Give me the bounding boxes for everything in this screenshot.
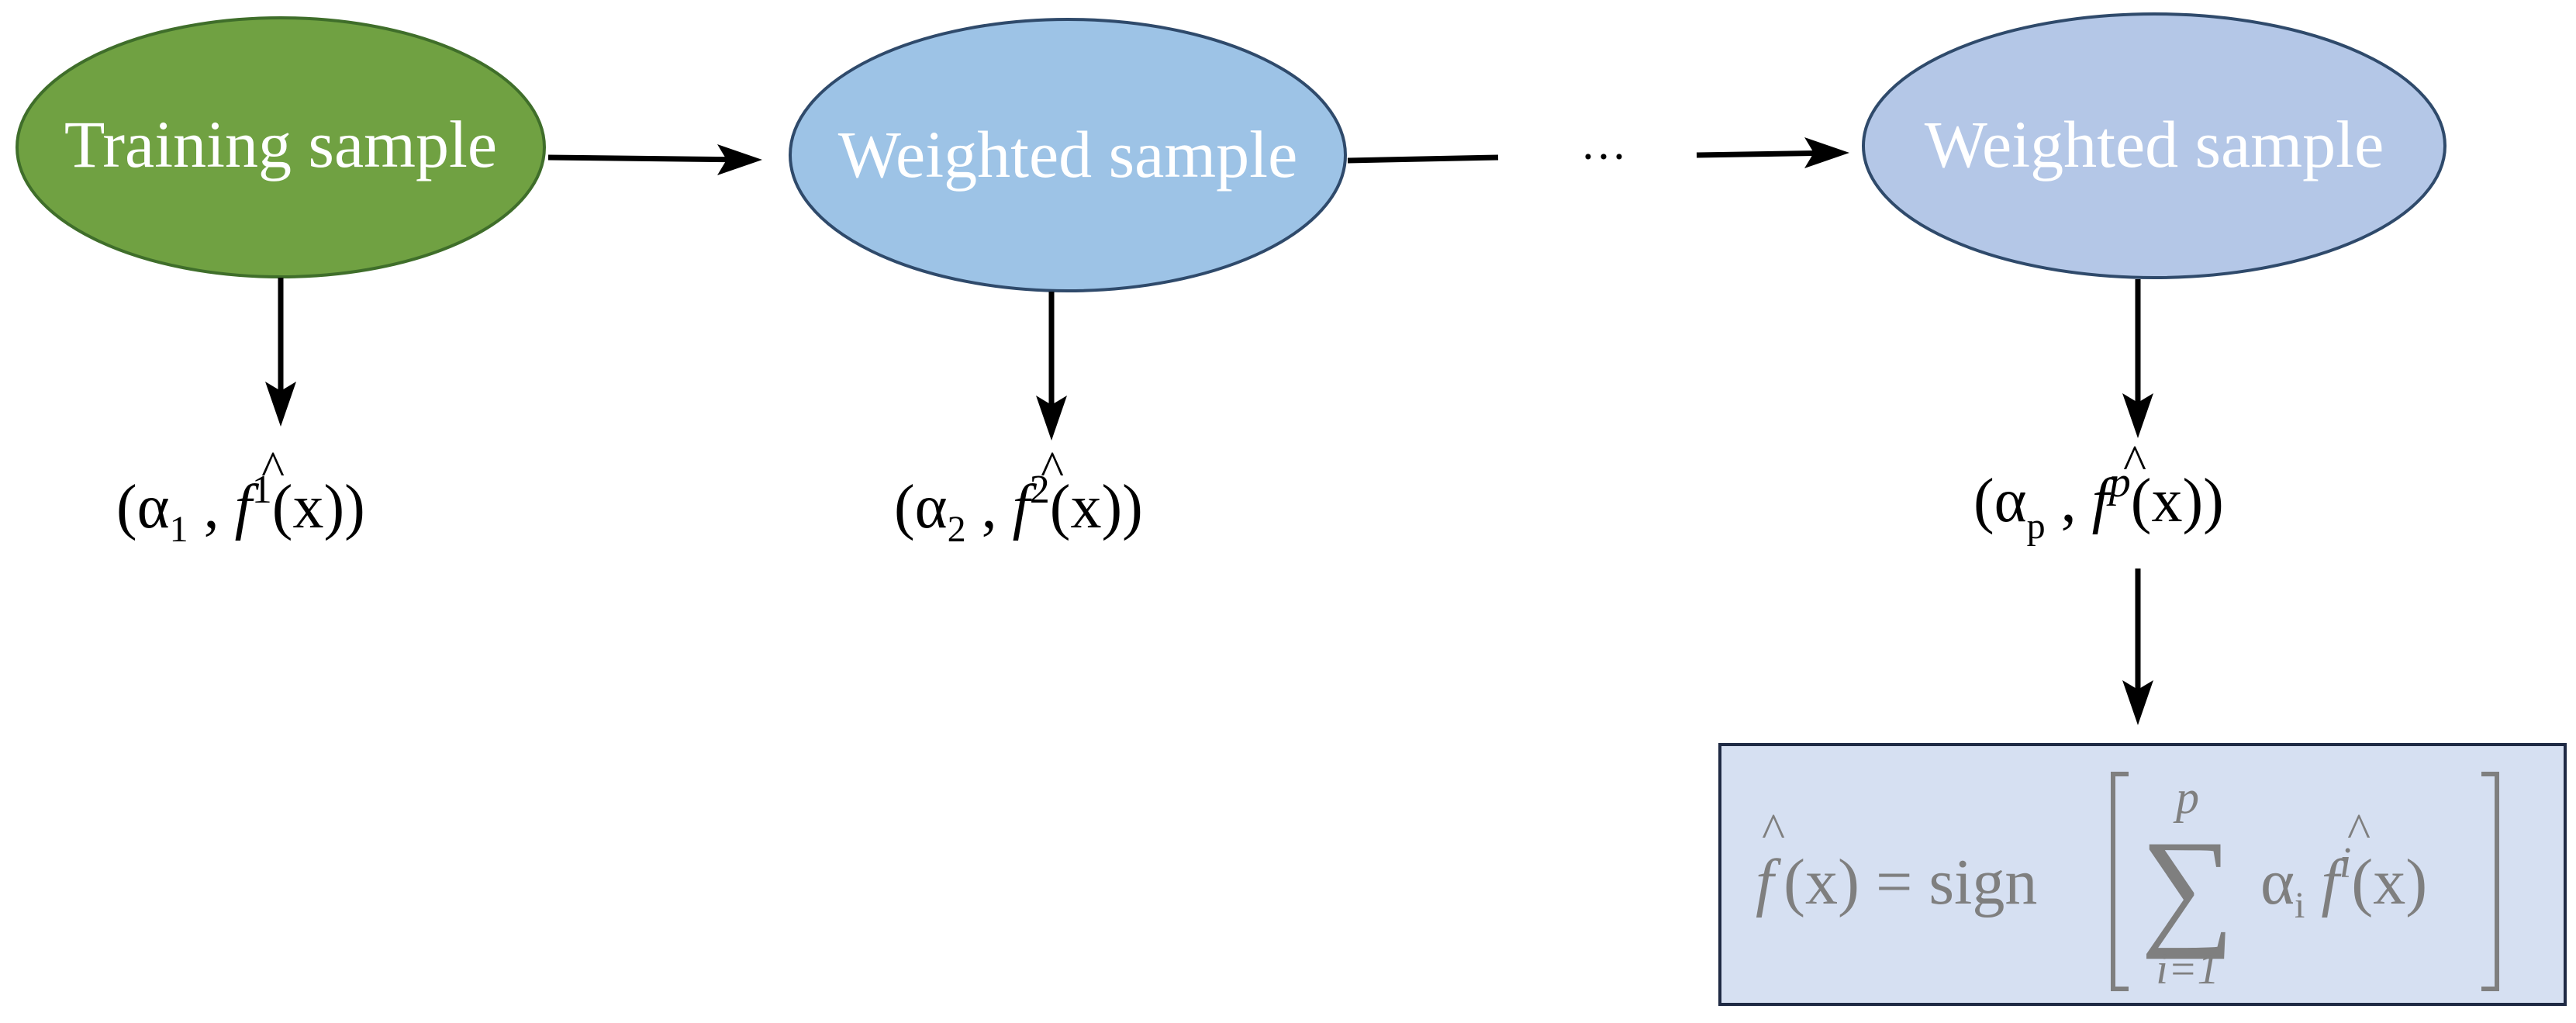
final-lhs-arg: (x) = sign: [1784, 846, 2037, 918]
arrowhead-down-p: [2122, 393, 2153, 438]
arrowhead-down-final: [2122, 680, 2153, 725]
arrowhead-1: [717, 144, 762, 175]
final-sum-lower: i=1: [2156, 945, 2219, 994]
final-term-sup: i: [2339, 839, 2352, 887]
output-p-hat: ^: [2123, 434, 2146, 489]
weighted-sample-label-1: Weighted sample: [838, 117, 1298, 192]
final-alpha-sub: i: [2295, 885, 2305, 926]
arrow-training-to-weighted-1: [547, 154, 753, 163]
final-left-bracket: [2111, 772, 2129, 991]
final-formula-box: ^ f (x) = sign p ∑ i=1 αi fi(x) ^: [1718, 743, 2567, 1006]
connector-weighted-1-right: [1347, 154, 1499, 164]
final-term-hat: ^: [2347, 803, 2371, 858]
output-p-arg: (x)): [2131, 467, 2224, 535]
ellipsis: ···: [1580, 131, 1627, 182]
arrowhead-2: [1804, 137, 1849, 168]
output-1-sup: 1: [252, 468, 272, 512]
output-p-alpha-sub: p: [2027, 506, 2046, 547]
final-term: αi fi(x): [2260, 839, 2427, 926]
final-right-bracket: [2481, 772, 2499, 991]
arrowhead-down-2: [1036, 396, 1067, 441]
final-sum-upper: p: [2173, 772, 2199, 823]
output-p: (αp , fp(x)): [1973, 458, 2224, 547]
output-1-alpha: α: [137, 473, 170, 541]
training-sample-node: Training sample: [16, 16, 546, 278]
output-2-hat: ^: [1041, 441, 1064, 496]
final-lhs-hat: ^: [1762, 803, 1785, 858]
output-2-arg: (x)): [1050, 473, 1143, 541]
arrowhead-down-1: [265, 382, 296, 427]
output-p-alpha: α: [1994, 467, 2027, 535]
output-2-alpha: α: [915, 473, 948, 541]
output-1: (α1 , f1(x)): [116, 468, 365, 550]
final-alpha: α: [2260, 846, 2295, 918]
final-term-arg: (x): [2351, 846, 2427, 918]
weighted-sample-node-p: Weighted sample: [1862, 12, 2447, 279]
output-p-sup: p: [2106, 458, 2131, 506]
training-sample-label: Training sample: [64, 107, 497, 181]
final-formula-rect: [1718, 743, 2567, 1006]
output-2: (α2 , f2(x)): [894, 468, 1143, 550]
output-1-hat: ^: [261, 441, 285, 496]
weighted-sample-ellipse-1: [789, 18, 1347, 292]
weighted-sample-node-1: Weighted sample: [789, 18, 1347, 292]
final-sum-symbol: ∑: [2140, 814, 2234, 959]
weighted-sample-label-p: Weighted sample: [1925, 107, 2384, 181]
output-2-alpha-sub: 2: [948, 509, 966, 550]
output-1-alpha-sub: 1: [170, 509, 188, 550]
training-sample-ellipse: [16, 16, 546, 278]
output-1-arg: (x)): [272, 473, 365, 541]
weighted-sample-ellipse-p: [1862, 12, 2447, 279]
output-2-sup: 2: [1030, 468, 1050, 512]
